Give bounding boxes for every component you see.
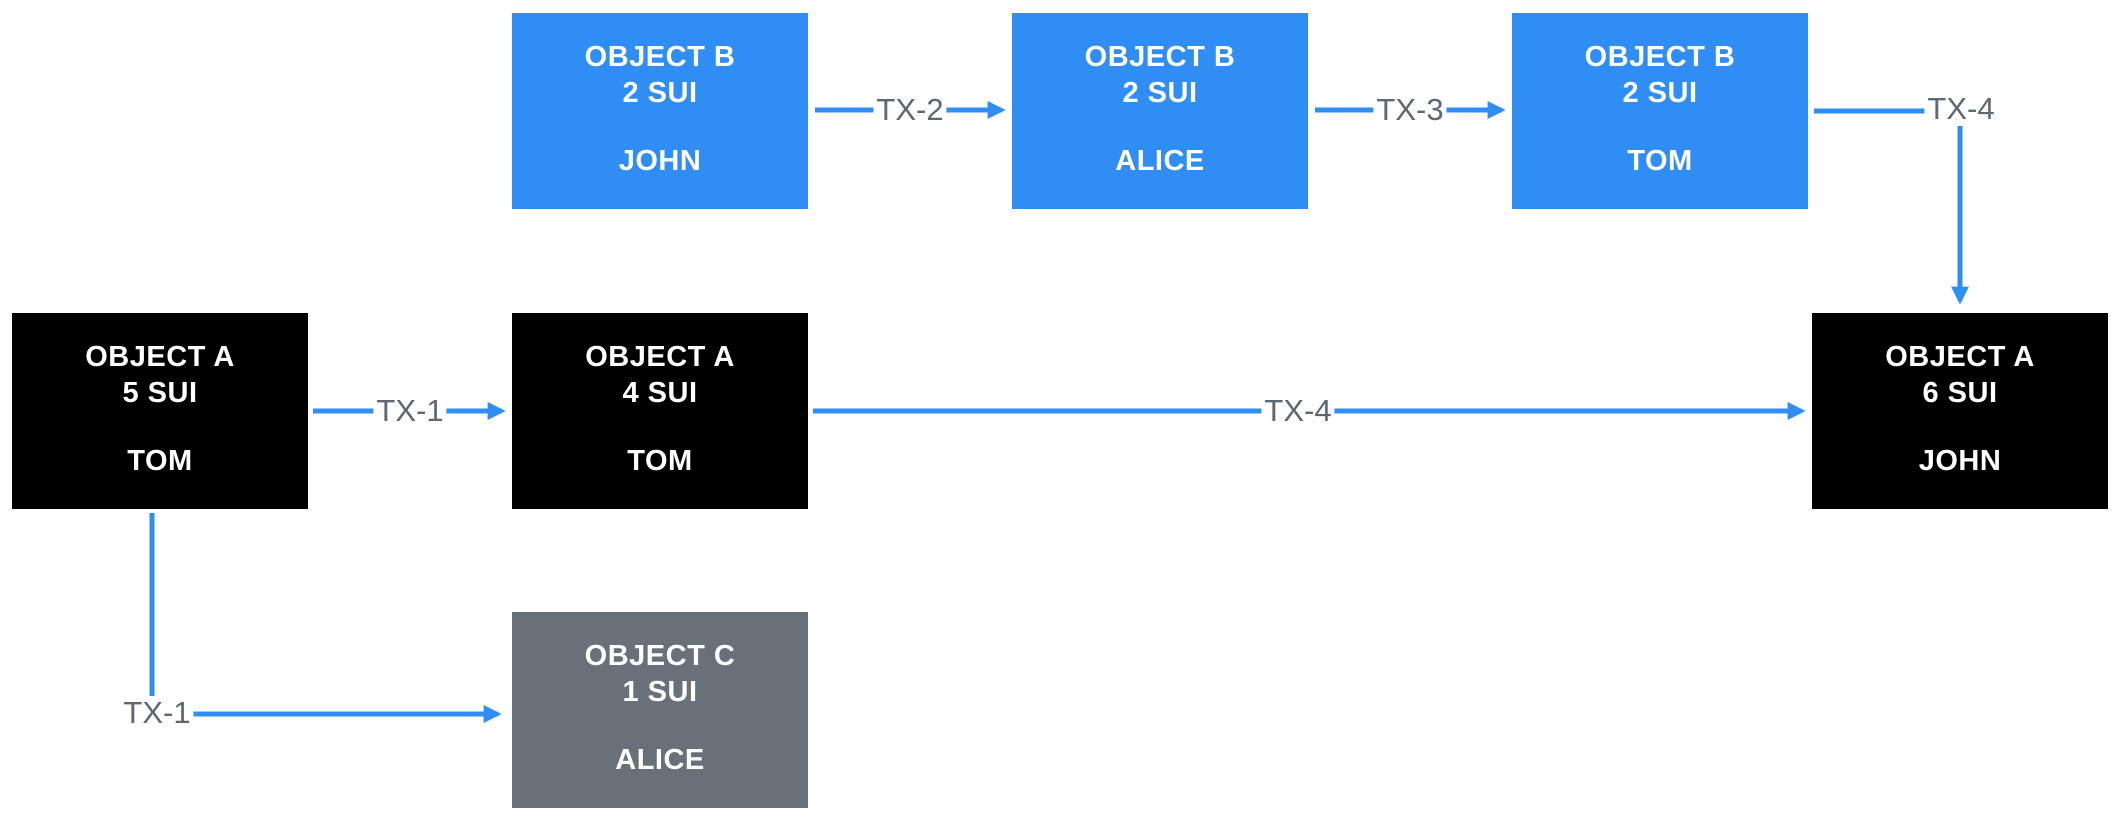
node-title: OBJECT B bbox=[584, 41, 736, 73]
node-amount: 4 SUI bbox=[622, 377, 698, 409]
node-title: OBJECT C bbox=[584, 640, 736, 672]
node-title: OBJECT B bbox=[1584, 41, 1736, 73]
node-title: OBJECT A bbox=[85, 341, 235, 373]
node-object-c-alice: OBJECT C 1 SUI ALICE bbox=[512, 612, 808, 808]
edge-label-tx1-mid: TX-1 bbox=[373, 394, 447, 428]
node-object-a-4-tom: OBJECT A 4 SUI TOM bbox=[512, 313, 808, 509]
edge-label-tx3: TX-3 bbox=[1373, 93, 1447, 127]
node-owner: ALICE bbox=[1115, 145, 1205, 177]
node-object-b-alice: OBJECT B 2 SUI ALICE bbox=[1012, 13, 1308, 209]
node-title: OBJECT B bbox=[1084, 41, 1236, 73]
edge-label-tx1-split: TX-1 bbox=[120, 696, 194, 730]
edge-label-tx4-long: TX-4 bbox=[1261, 394, 1335, 428]
node-object-a-6-john: OBJECT A 6 SUI JOHN bbox=[1812, 313, 2108, 509]
node-object-b-john: OBJECT B 2 SUI JOHN bbox=[512, 13, 808, 209]
node-owner: JOHN bbox=[618, 145, 702, 177]
node-owner: TOM bbox=[627, 445, 693, 477]
node-amount: 5 SUI bbox=[122, 377, 198, 409]
node-title: OBJECT A bbox=[1885, 341, 2035, 373]
node-owner: JOHN bbox=[1918, 445, 2002, 477]
node-title: OBJECT A bbox=[585, 341, 735, 373]
node-amount: 2 SUI bbox=[1622, 77, 1698, 109]
node-amount: 2 SUI bbox=[622, 77, 698, 109]
edge-label-tx2: TX-2 bbox=[873, 93, 947, 127]
node-owner: ALICE bbox=[615, 744, 705, 776]
node-owner: TOM bbox=[1627, 145, 1693, 177]
tx4-elbow-arrow bbox=[1814, 108, 1969, 305]
node-amount: 2 SUI bbox=[1122, 77, 1198, 109]
tx1-split-arrow bbox=[149, 513, 502, 723]
node-object-b-tom: OBJECT B 2 SUI TOM bbox=[1512, 13, 1808, 209]
node-object-a-5-tom: OBJECT A 5 SUI TOM bbox=[12, 313, 308, 509]
node-amount: 1 SUI bbox=[622, 676, 698, 708]
node-owner: TOM bbox=[127, 445, 193, 477]
edge-label-tx4-top: TX-4 bbox=[1924, 92, 1998, 126]
node-amount: 6 SUI bbox=[1922, 377, 1998, 409]
